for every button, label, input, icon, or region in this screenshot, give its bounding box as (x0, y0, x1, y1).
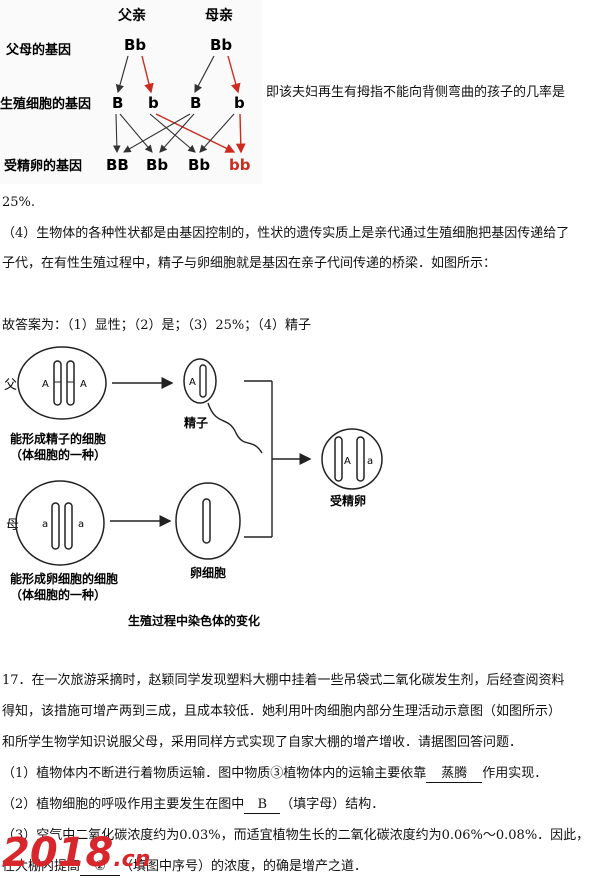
zygote-gene-a: a (367, 456, 373, 467)
q17-sub1-answer: 蒸腾 (426, 766, 483, 783)
gamete-father-B: B (112, 94, 123, 112)
gamete-mother-B: B (190, 94, 201, 112)
watermark-main: 2018 (2, 830, 114, 876)
probability-value: 25%. (2, 195, 36, 210)
zygote-Bb-2: Bb (188, 156, 210, 174)
q17-sub3-tail: （填图中序号）的浓度，的确是增产之道． (120, 859, 368, 874)
row-label-parents: 父母的基因 (5, 42, 71, 58)
chromosome-diagram: 父 A A 能形成精子的细胞 （体细胞的一种） A 精子 A a 受精卵 母 a (0, 345, 385, 633)
q17-sub3-line1: （3）空气中二氧化碳浓度约为0.03%，而适宜植物生长的二氧化碳浓度约为0.06… (2, 828, 590, 843)
mother-genotype: Bb (210, 36, 232, 54)
mother-gene-a2: a (78, 519, 84, 530)
zygote-BB: BB (106, 156, 129, 174)
father-gene-A1: A (42, 379, 49, 390)
father-genotype: Bb (124, 36, 146, 54)
inheritance-diagram: 父亲 母亲 父母的基因 生殖细胞的基因 受精卵的基因 Bb Bb B b B b… (0, 0, 262, 184)
row-label-zygotes: 受精卵的基因 (4, 158, 82, 174)
mother-label: 母亲 (205, 7, 233, 24)
zygote-cell (321, 428, 383, 490)
mother-gene-a1: a (42, 519, 48, 530)
q17-line2: 得知，该措施可增产两到三成，且成本较低．她利用叶肉细胞内部分生理活动示意图（如图… (2, 704, 562, 719)
watermark-suffix: .cn (113, 847, 151, 872)
father-label: 父亲 (117, 7, 146, 24)
zygote-label: 受精卵 (330, 493, 366, 508)
sperm-cell (183, 358, 217, 404)
egg-label: 卵细胞 (190, 565, 226, 580)
chromosome-caption: 生殖过程中染色体的变化 (128, 613, 260, 628)
gamete-mother-b: b (234, 94, 245, 112)
mother-cell-caption-2: （体细胞的一种） (10, 587, 106, 602)
q17-sub1: （1）植物体内不断进行着物质运输．图中物质③植物体内的运输主要依靠蒸腾作用实现． (2, 764, 547, 784)
father-cell-caption-1: 能形成精子的细胞 (10, 431, 106, 446)
q17-line3: 和所学生物学知识说服父母，采用同样方式实现了自家大棚的增产增收．请据图回答问题． (2, 735, 523, 750)
q17-sub3-answer: ② (80, 859, 121, 876)
zygote-Bb-1: Bb (146, 156, 168, 174)
egg-cell (175, 482, 241, 560)
sperm-gene-A: A (189, 377, 196, 388)
answer-line: 故答案为：（1）显性；（2）是；（3）25%；（4）精子 (2, 318, 311, 333)
para4-line2: 子代，在有性生殖过程中，精子与卵细胞就是基因在亲子代间传递的桥梁．如图所示： (2, 256, 497, 271)
q17-sub2-text: （2）植物细胞的呼吸作用主要发生在图中 (2, 797, 245, 812)
q17-sub1-tail: 作用实现． (482, 766, 548, 781)
father-gene-A2: A (80, 379, 87, 390)
site-watermark: 2018.cn (2, 830, 150, 876)
q17-sub1-text: （1）植物体内不断进行着物质运输．图中物质③植物体内的运输主要依靠 (2, 766, 427, 781)
mother-cell-caption-1: 能形成卵细胞的细胞 (10, 571, 118, 586)
q17-sub2-tail: （填字母）结构． (280, 797, 385, 812)
probability-sentence: 即该夫妇再生有拇指不能向背侧弯曲的孩子的几率是 (266, 85, 566, 100)
sperm-label: 精子 (184, 415, 208, 430)
para4-line1: （4）生物体的各种性状都是由基因控制的，性状的遗传实质上是亲代通过生殖细胞把基因… (2, 226, 570, 241)
q17-line1: 17．在一次旅游采摘时，赵颖同学发现塑料大棚中挂着一些吊袋式二氧化碳发生剂，后经… (2, 673, 565, 688)
father-body-cell (17, 346, 107, 420)
q17-sub2-answer: B (244, 797, 281, 814)
father-cell-caption-2: （体细胞的一种） (10, 447, 106, 462)
zygote-gene-A: A (344, 456, 351, 467)
q17-sub3-text: 在大棚内提高 (2, 859, 81, 874)
father-mark: 父 (4, 378, 17, 393)
gamete-father-b: b (148, 94, 159, 112)
row-label-gametes: 生殖细胞的基因 (0, 96, 91, 112)
mother-body-cell (15, 480, 105, 566)
zygote-bb: bb (229, 156, 251, 174)
